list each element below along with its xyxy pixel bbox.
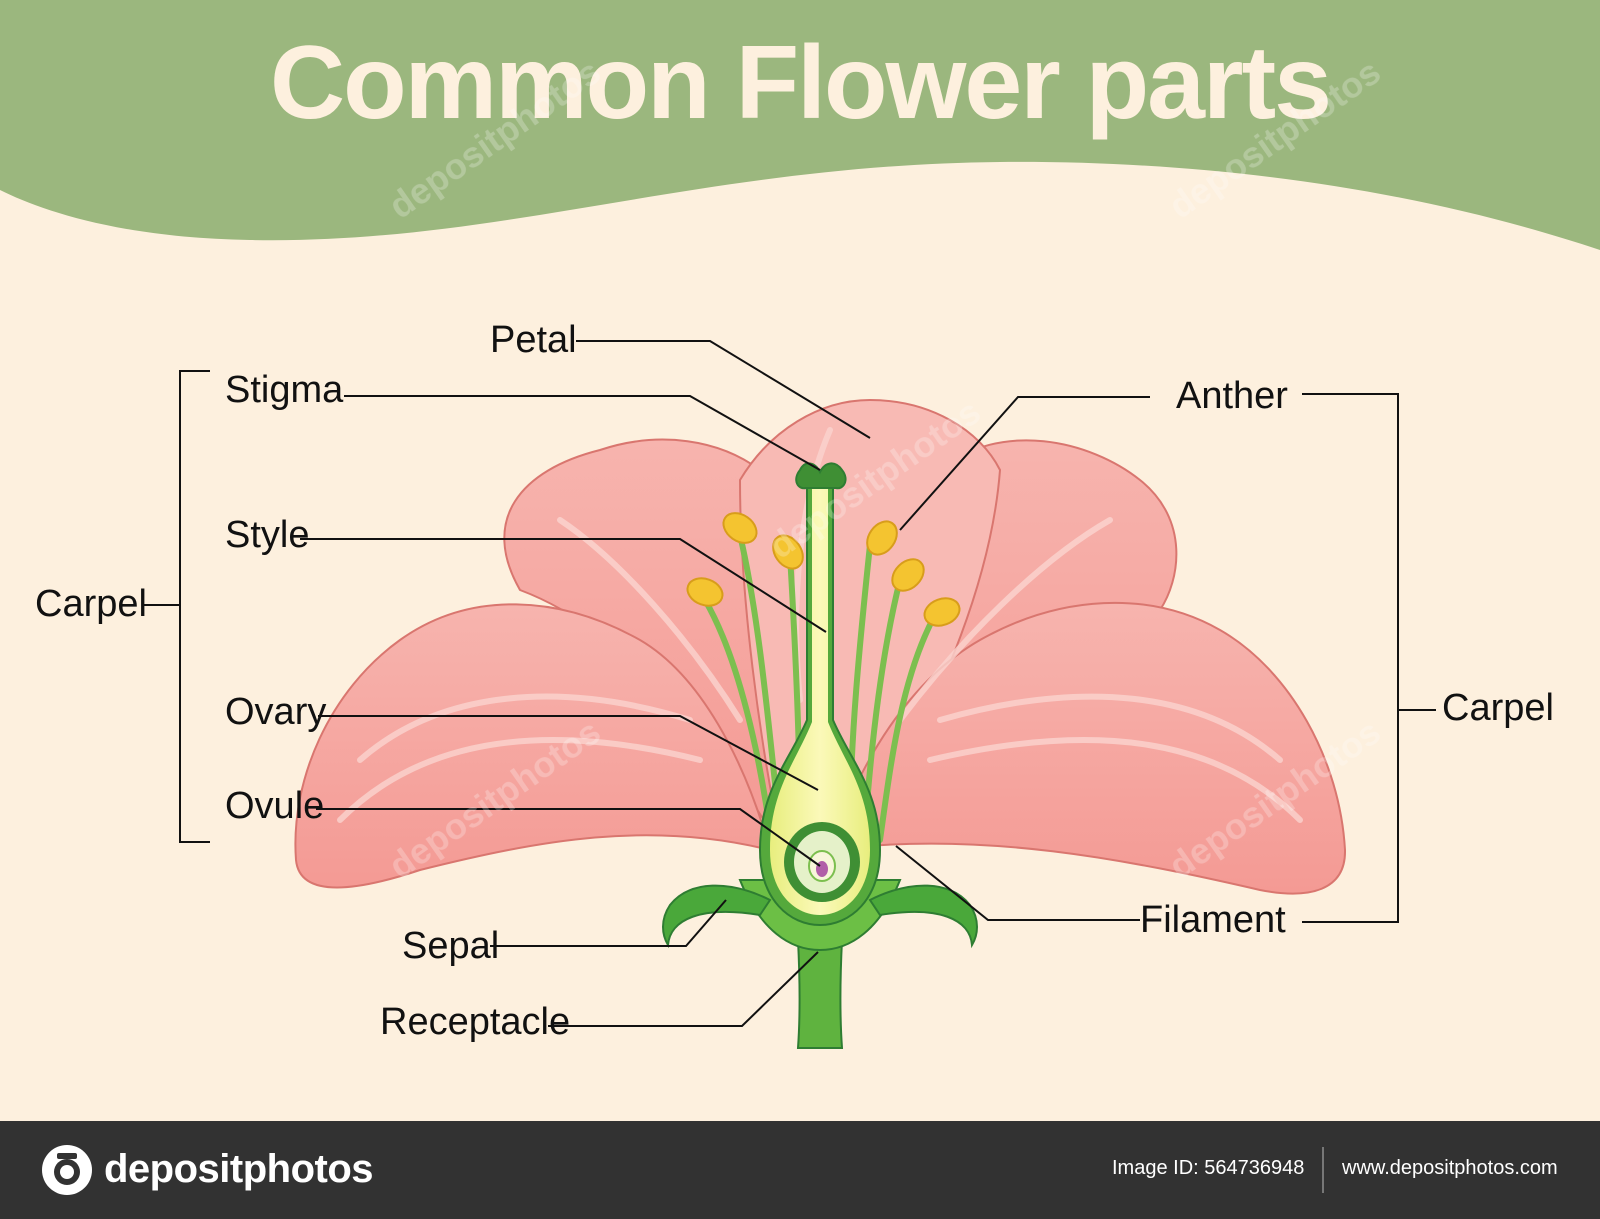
stem bbox=[796, 939, 844, 1049]
label-filament: Filament bbox=[1140, 899, 1286, 941]
sepal-right bbox=[868, 884, 978, 949]
title-banner bbox=[0, 0, 1600, 250]
petal-left bbox=[294, 603, 772, 889]
camera-logo-icon bbox=[42, 1145, 92, 1195]
leader-sepal bbox=[490, 899, 727, 947]
footer-divider bbox=[1322, 1147, 1324, 1193]
anther-5 bbox=[891, 558, 925, 592]
brand-logo-text: depositphotos bbox=[104, 1147, 374, 1191]
bracket-carpel-right bbox=[1302, 393, 1436, 923]
leader-stigma bbox=[344, 395, 821, 471]
leader-filament bbox=[895, 845, 1140, 921]
sepal-left bbox=[662, 884, 772, 949]
anther-2 bbox=[722, 512, 758, 544]
leader-ovule bbox=[316, 808, 821, 867]
labels: Petal Stigma Style Carpel Ovary Ovule Se… bbox=[35, 319, 1554, 1043]
leader-receptacle bbox=[548, 951, 819, 1027]
leader-anther bbox=[899, 396, 1150, 531]
label-receptacle: Receptacle bbox=[380, 1001, 570, 1043]
leader-lines bbox=[142, 340, 1436, 1027]
label-anther: Anther bbox=[1176, 375, 1288, 417]
label-ovary: Ovary bbox=[225, 691, 326, 733]
label-petal: Petal bbox=[490, 319, 577, 361]
stigma-shape bbox=[795, 462, 847, 490]
site-url-text: www.depositphotos.com bbox=[1342, 1157, 1558, 1179]
label-ovule: Ovule bbox=[225, 785, 324, 827]
flower-illustration bbox=[294, 398, 1347, 1049]
image-id-text: Image ID: 564736948 bbox=[1112, 1157, 1305, 1179]
bracket-carpel-left bbox=[142, 370, 210, 843]
carpel-inner bbox=[770, 480, 870, 915]
page-title: Common Flower parts bbox=[270, 25, 1330, 141]
anthers bbox=[686, 512, 961, 627]
leader-style bbox=[300, 538, 827, 633]
anther-6 bbox=[923, 597, 961, 627]
leader-petal bbox=[576, 340, 871, 439]
label-carpel-left: Carpel bbox=[35, 583, 147, 625]
footer-bar: depositphotos Image ID: 564736948 www.de… bbox=[0, 1121, 1600, 1219]
label-carpel-right: Carpel bbox=[1442, 687, 1554, 729]
label-style: Style bbox=[225, 514, 309, 556]
anther-3 bbox=[772, 534, 804, 570]
leader-ovary bbox=[318, 715, 819, 791]
anther-4 bbox=[866, 520, 898, 556]
anther-1 bbox=[686, 577, 724, 607]
label-sepal: Sepal bbox=[402, 925, 499, 967]
label-stigma: Stigma bbox=[225, 369, 344, 411]
